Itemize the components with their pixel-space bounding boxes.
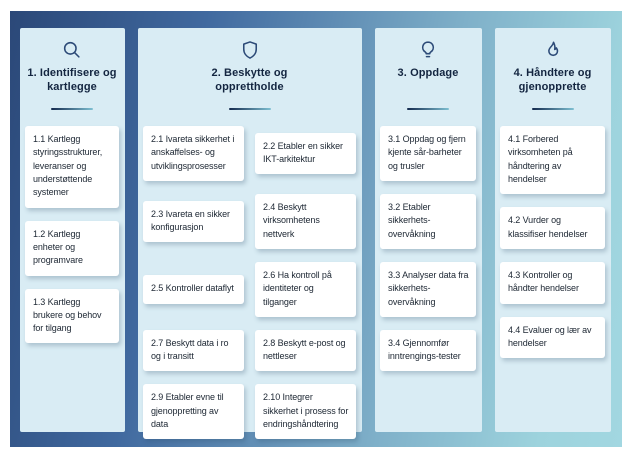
header-divider: [531, 108, 574, 110]
principle-card: 2.7 Beskytt data i ro og i transitt: [143, 329, 244, 372]
principle-card: 2.3 Ivareta en sikker konfigurasjon: [143, 200, 244, 243]
column-header: 4. Håndtere og gjenopprette: [500, 28, 605, 110]
card-list: 4.1 Forbered virksomheten på håndtering …: [500, 126, 605, 359]
principle-card: 2.2 Etabler en sikker IKT-arkitektur: [255, 132, 356, 175]
header-divider: [228, 108, 271, 110]
principle-card: 2.10 Integrer sikkerhet i prosess for en…: [255, 384, 356, 440]
gradient-frame: 1. Identifisere og kartlegge 1.1 Kartleg…: [10, 11, 622, 447]
principle-card: 1.3 Kartlegg brukere og behov for tilgan…: [25, 288, 119, 344]
column-title-identify: 1. Identifisere og kartlegge: [27, 67, 117, 94]
principle-card: 3.4 Gjennomfør inntrengings-tester: [380, 329, 476, 372]
column-title-respond: 4. Håndtere og gjenopprette: [513, 67, 592, 94]
principle-card: 1.1 Kartlegg styringsstrukturer, leveran…: [25, 126, 119, 208]
card-list: 2.1 Ivareta sikkerhet i anskaffelses- og…: [143, 126, 356, 440]
header-divider: [407, 108, 449, 110]
header-divider: [51, 108, 93, 110]
principle-card: 2.9 Etabler evne til gjenoppretting av d…: [143, 384, 244, 440]
framework-column-protect: 2. Beskytte og opprettholde 2.1 Ivareta …: [138, 28, 362, 440]
card-list: 3.1 Oppdag og fjern kjente sår-barheter …: [380, 126, 476, 372]
column-title-protect: 2. Beskytte og opprettholde: [211, 67, 288, 94]
principle-card: 4.3 Kontroller og håndter hendelser: [500, 261, 605, 304]
framework-column-identify: 1. Identifisere og kartlegge 1.1 Kartleg…: [20, 28, 125, 432]
principle-card: 2.6 Ha kontroll på identiteter og tilgan…: [255, 261, 356, 317]
principle-card: 4.1 Forbered virksomheten på håndtering …: [500, 126, 605, 195]
framework-column-detect: 3. Oppdage 3.1 Oppdag og fjern kjente så…: [375, 28, 482, 432]
framework-column-respond: 4. Håndtere og gjenopprette 4.1 Forbered…: [495, 28, 611, 432]
card-list: 1.1 Kartlegg styringsstrukturer, leveran…: [25, 126, 119, 344]
column-title-detect: 3. Oppdage: [397, 67, 459, 79]
principle-card: 2.1 Ivareta sikkerhet i anskaffelses- og…: [143, 126, 244, 181]
principle-card: 2.5 Kontroller dataflyt: [143, 275, 244, 304]
principle-card: 1.2 Kartlegg enheter og programvare: [25, 220, 119, 276]
principle-card: 3.3 Analyser data fra sikkerhets-overvåk…: [380, 261, 476, 317]
shield-icon: [239, 39, 261, 61]
principle-card: 4.2 Vurder og klassifiser hendelser: [500, 207, 605, 249]
lightbulb-icon: [417, 39, 439, 61]
column-header: 3. Oppdage: [380, 28, 476, 110]
principle-card: 3.1 Oppdag og fjern kjente sår-barheter …: [380, 126, 476, 181]
search-icon: [61, 39, 83, 61]
principle-card: 2.4 Beskytt virksomhetens nettverk: [255, 193, 356, 249]
principle-card: 3.2 Etabler sikkerhets-overvåkning: [380, 193, 476, 249]
principle-card: 2.8 Beskytt e-post og nettleser: [255, 329, 356, 372]
column-header: 1. Identifisere og kartlegge: [25, 28, 119, 110]
principle-card: 4.4 Evaluer og lær av hendelser: [500, 316, 605, 359]
flame-icon: [542, 39, 564, 61]
column-header: 2. Beskytte og opprettholde: [143, 28, 356, 110]
